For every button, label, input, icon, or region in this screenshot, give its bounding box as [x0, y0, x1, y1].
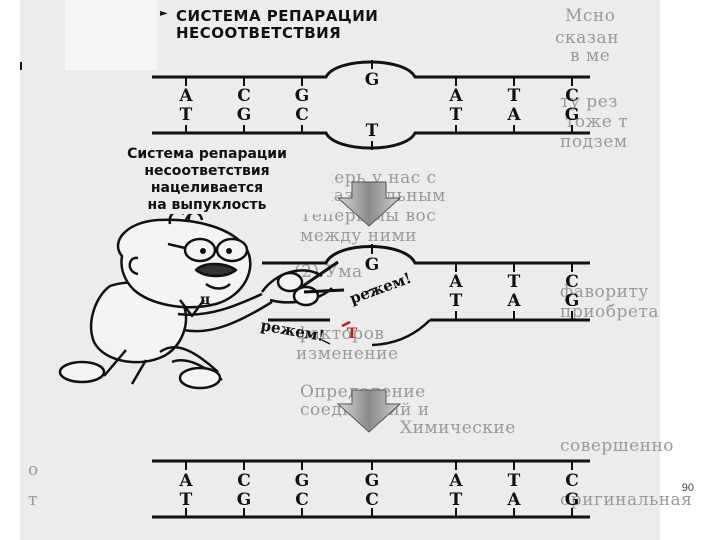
enzyme-character-icon: ц: [60, 212, 344, 388]
base-bottom: G: [237, 490, 252, 510]
base-bulge: G: [365, 255, 380, 275]
base-top: C: [237, 86, 251, 106]
base-top: C: [237, 471, 251, 491]
base-bottom: T: [180, 105, 193, 125]
base-bottom: T: [450, 105, 463, 125]
base-top: A: [448, 86, 463, 106]
panel-mismatch-bases: A C G G A T C T G C T T A G: [178, 70, 579, 141]
base-bottom: A: [506, 105, 521, 125]
base-top: T: [508, 86, 521, 106]
base-top: A: [448, 272, 463, 292]
base-top: A: [178, 471, 193, 491]
base-bottom: C: [365, 490, 379, 510]
base-bottom: C: [295, 105, 309, 125]
base-bottom: G: [565, 105, 580, 125]
base-bulge-bottom: T: [366, 121, 379, 141]
base-bottom: A: [506, 291, 521, 311]
base-top: C: [565, 272, 579, 292]
base-bottom: G: [565, 291, 580, 311]
base-bottom: C: [295, 490, 309, 510]
base-top: C: [565, 86, 579, 106]
callout-line: нацеливается: [82, 180, 332, 197]
base-top: G: [365, 471, 380, 491]
base-top: T: [508, 471, 521, 491]
base-bottom: T: [180, 490, 193, 510]
callout-line: несоответствия: [82, 163, 332, 180]
base-bottom: G: [565, 490, 580, 510]
down-arrow-icon: [338, 182, 400, 226]
panel-repaired-bases: A C G G A T C T G C C T A G: [178, 471, 579, 510]
base-top: C: [565, 471, 579, 491]
base-top: G: [295, 471, 310, 491]
cut-label-upper: режем!: [347, 269, 414, 308]
svg-text:T: T: [347, 326, 358, 342]
svg-text:ц: ц: [200, 292, 210, 308]
base-top: G: [295, 86, 310, 106]
gap-curve: [372, 320, 430, 345]
base-bottom: T: [450, 291, 463, 311]
base-top: T: [508, 272, 521, 292]
base-bottom: A: [506, 490, 521, 510]
base-bulge-top: G: [365, 70, 380, 90]
base-top: A: [178, 86, 193, 106]
base-top: A: [448, 471, 463, 491]
callout-text: Система репарации несоответствия нацелив…: [82, 146, 332, 214]
callout-line: на выпуклость: [82, 197, 332, 214]
down-arrow-icon: [338, 390, 400, 432]
excised-fragment: T: [342, 322, 358, 342]
base-bottom: T: [450, 490, 463, 510]
top-strand: [262, 247, 590, 264]
base-bottom: G: [237, 105, 252, 125]
callout-line: Система репарации: [82, 146, 332, 163]
page-number: 90: [682, 482, 694, 494]
